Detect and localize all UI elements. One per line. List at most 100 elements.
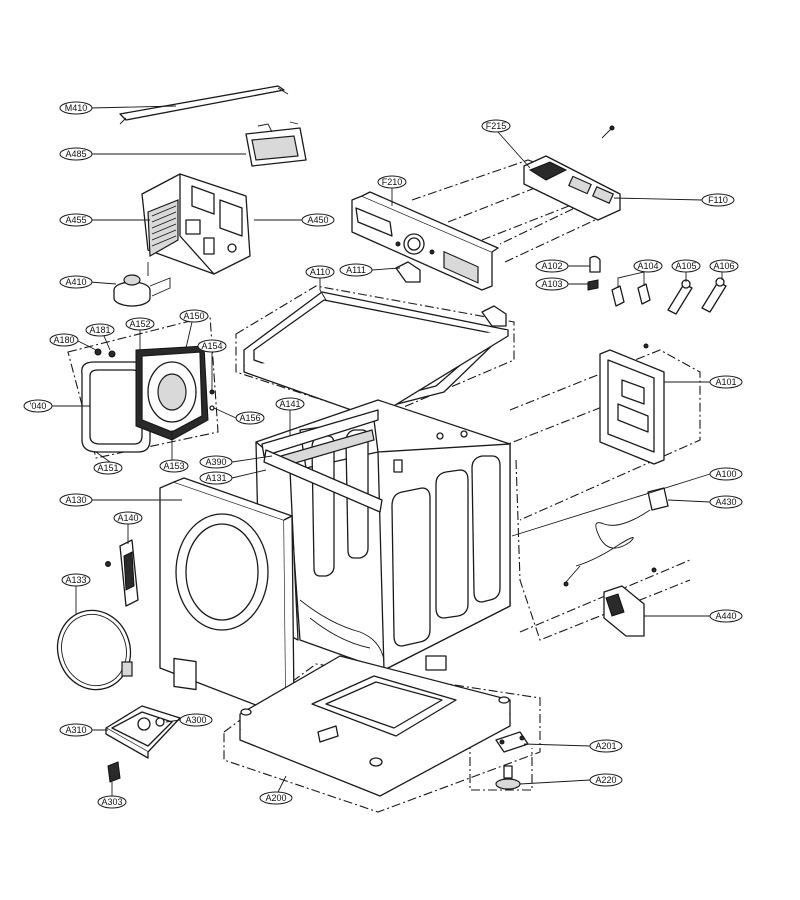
label-a102: A102 xyxy=(535,259,569,273)
label-a440: A440 xyxy=(709,609,743,623)
label-a104: A104 xyxy=(633,259,663,273)
label-a485: A485 xyxy=(59,147,93,161)
label-a310-text: A310 xyxy=(65,725,86,735)
label-a156-text: A156 xyxy=(239,413,260,423)
label-a150: A150 xyxy=(179,309,209,323)
label-a430: A430 xyxy=(709,495,743,509)
part-f210-control-panel xyxy=(351,191,499,291)
label-f210: F210 xyxy=(377,175,407,189)
part-m410-bracket xyxy=(119,85,289,125)
part-a450-main-pcb xyxy=(141,173,251,275)
label-a141-text: A141 xyxy=(279,399,300,409)
label-a152: A152 xyxy=(125,317,155,331)
label-a200-text: A200 xyxy=(265,793,286,803)
label-a310: A310 xyxy=(59,723,93,737)
label-a110: A110 xyxy=(305,265,335,279)
label-a390-text: A390 xyxy=(205,457,226,467)
label-a430-text: A430 xyxy=(715,497,736,507)
label-a440-text: A440 xyxy=(715,611,736,621)
label-a131-text: A131 xyxy=(205,473,226,483)
label-a455-text: A455 xyxy=(65,215,86,225)
label-a410: A410 xyxy=(59,275,93,289)
part-a430-power-cord xyxy=(563,487,669,587)
label-a450: A450 xyxy=(301,213,335,227)
label-a131: A131 xyxy=(199,471,233,485)
label-a103: A103 xyxy=(535,277,569,291)
label-a150-text: A150 xyxy=(183,311,204,321)
label-a101: A101 xyxy=(709,375,743,389)
label-a140: A140 xyxy=(113,511,143,525)
part-a133-clamp-ring xyxy=(56,609,133,691)
part-a106-damper xyxy=(701,277,727,313)
label-a103-text: A103 xyxy=(541,279,562,289)
label-a140-text: A140 xyxy=(117,513,138,523)
label-a153: A153 xyxy=(159,459,189,473)
label-a154: A154 xyxy=(197,339,227,353)
part-a100-cabinet xyxy=(255,399,511,671)
part-a410-pump xyxy=(113,262,171,307)
label-a105: A105 xyxy=(671,259,701,273)
label-a201-text: A201 xyxy=(595,741,616,751)
part-a201-foot-bracket xyxy=(495,731,529,753)
label-a154-text: A154 xyxy=(201,341,222,351)
label-a153-text: A153 xyxy=(163,461,184,471)
label-f110: F110 xyxy=(701,193,735,207)
label-a156: A156 xyxy=(235,411,265,425)
part-a303-screw xyxy=(107,761,121,794)
label-a303: A303 xyxy=(97,795,127,809)
label-a133-text: A133 xyxy=(65,575,86,585)
callout-labels: M410 A485 A455 A450 A410 A180 A181 A152 … xyxy=(23,101,743,809)
label-a111-text: A111 xyxy=(346,265,366,275)
part-a220-foot xyxy=(495,765,521,790)
label-a106-text: A106 xyxy=(713,261,734,271)
label-a180-text: A180 xyxy=(53,335,74,345)
label-a220-text: A220 xyxy=(595,775,616,785)
part-a102-knob xyxy=(589,255,601,273)
label-f110-text: F110 xyxy=(708,195,728,205)
part-a110-top-cover xyxy=(243,291,509,419)
label-a100-text: A100 xyxy=(715,469,736,479)
label-a152-text: A152 xyxy=(129,319,150,329)
label-a200: A200 xyxy=(259,791,293,805)
label-a104-text: A104 xyxy=(637,261,658,271)
label-a151-text: A151 xyxy=(97,463,118,473)
label-a303-text: A303 xyxy=(101,797,122,807)
part-f110-panel-pcb xyxy=(523,125,621,221)
label-a485-text: A485 xyxy=(65,149,86,159)
label-a201: A201 xyxy=(589,739,623,753)
label-a141: A141 xyxy=(275,397,305,411)
label-a100: A100 xyxy=(709,467,743,481)
label-a300: A300 xyxy=(179,713,213,727)
part-a104-dampers xyxy=(611,283,651,307)
label-a181: A181 xyxy=(85,323,115,337)
label-a220: A220 xyxy=(589,773,623,787)
part-a485-module xyxy=(245,121,307,167)
label-a181-text: A181 xyxy=(89,325,110,335)
part-a101-rear-panel xyxy=(599,343,665,465)
label-m410-text: M410 xyxy=(65,103,88,113)
label-a040: '040 xyxy=(23,399,53,413)
label-a390: A390 xyxy=(199,455,233,469)
label-a450-text: A450 xyxy=(307,215,328,225)
part-a440-noise-filter xyxy=(603,567,657,637)
label-f215-text: F215 xyxy=(486,121,507,131)
label-a111: A111 xyxy=(339,263,373,277)
label-a300-text: A300 xyxy=(185,715,206,725)
leader-lines xyxy=(52,105,723,796)
label-a102-text: A102 xyxy=(541,261,562,271)
label-a110-text: A110 xyxy=(310,267,330,277)
label-a040-text: '040 xyxy=(30,401,47,411)
label-a133: A133 xyxy=(61,573,91,587)
part-door-assembly xyxy=(81,345,215,453)
label-a130: A130 xyxy=(59,493,93,507)
label-a101-text: A101 xyxy=(715,377,736,387)
label-f215: F215 xyxy=(481,119,511,133)
part-a140-hinge xyxy=(105,539,139,625)
part-a111-hinge xyxy=(395,261,507,327)
label-a105-text: A105 xyxy=(675,261,696,271)
part-a200-base xyxy=(239,655,511,797)
label-a455: A455 xyxy=(59,213,93,227)
label-a106: A106 xyxy=(709,259,739,273)
